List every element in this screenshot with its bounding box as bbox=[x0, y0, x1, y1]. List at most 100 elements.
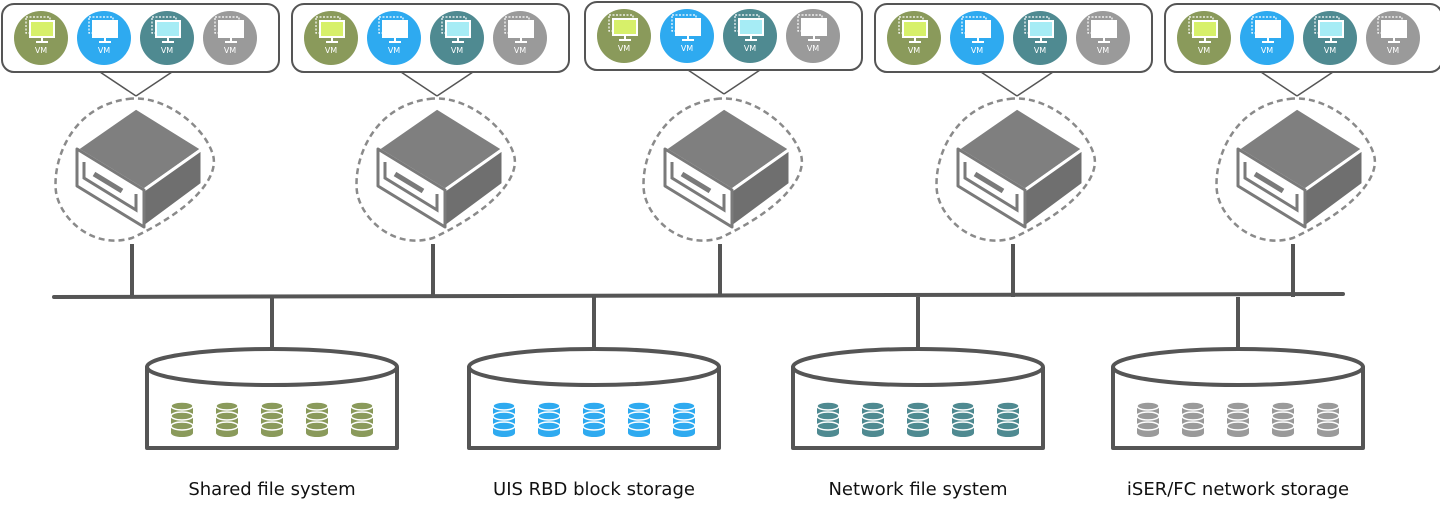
disk-layer-top bbox=[170, 401, 194, 411]
connector-line bbox=[436, 71, 474, 97]
monitor-icon bbox=[29, 20, 55, 38]
monitor-icon bbox=[1091, 20, 1117, 38]
vm-label: VM bbox=[618, 44, 630, 53]
disk-stack-icon bbox=[996, 401, 1020, 437]
monitor-icon bbox=[612, 18, 638, 36]
server-drive-slot bbox=[973, 171, 1005, 194]
vm-blue: VM bbox=[660, 9, 714, 63]
monitor-icon bbox=[1318, 20, 1344, 38]
host-1: VM VM VM VM bbox=[1, 3, 280, 297]
disk-layer-top bbox=[537, 411, 561, 421]
connector-line bbox=[723, 69, 761, 95]
disk-stack-icon bbox=[672, 401, 696, 437]
vm-label: VM bbox=[98, 46, 110, 55]
vm-gray: VM bbox=[493, 11, 547, 65]
monitor-icon bbox=[445, 20, 471, 38]
server-bracket bbox=[1243, 162, 1299, 213]
server-front-face bbox=[663, 147, 734, 229]
disk-layer-top bbox=[1181, 421, 1205, 431]
vm-gray: VM bbox=[786, 9, 840, 63]
connector-line bbox=[687, 69, 725, 95]
disk-stack-icon bbox=[816, 401, 840, 437]
server-bracket bbox=[383, 162, 439, 213]
disk-stack-icon bbox=[350, 401, 374, 437]
disk-layer-top bbox=[996, 401, 1020, 411]
disk-layer-top bbox=[1316, 411, 1340, 421]
monitor-icon bbox=[675, 18, 701, 36]
disk-stack-icon bbox=[951, 401, 975, 437]
disk-layer-top bbox=[305, 411, 329, 421]
server-front-face bbox=[75, 147, 146, 229]
monitor-icon bbox=[382, 20, 408, 38]
disk-stack-icon bbox=[1136, 401, 1160, 437]
disk-layer-top bbox=[951, 411, 975, 421]
vm-gray: VM bbox=[203, 11, 257, 65]
disk-stack-icon bbox=[906, 401, 930, 437]
server-dashed-outline bbox=[355, 97, 516, 242]
storage-label: UIS RBD block storage bbox=[493, 479, 695, 500]
disk-stack-icon bbox=[582, 401, 606, 437]
storage-cylinder-top bbox=[145, 347, 399, 387]
vm-blue: VM bbox=[950, 11, 1004, 65]
vm-gray: VM bbox=[1366, 11, 1420, 65]
server-icon bbox=[1215, 97, 1376, 242]
disk-stack-icon bbox=[1271, 401, 1295, 437]
disk-stack-icon bbox=[170, 401, 194, 437]
storage-1: Shared file system bbox=[145, 297, 399, 500]
disk-layer-top bbox=[816, 411, 840, 421]
disk-layer-top bbox=[1271, 411, 1295, 421]
vm-label: VM bbox=[1324, 46, 1336, 55]
server-drive-slot bbox=[1253, 171, 1285, 194]
vm-teal: VM bbox=[1013, 11, 1067, 65]
vm-label: VM bbox=[1097, 46, 1109, 55]
server-icon bbox=[54, 97, 215, 242]
disk-layer-top bbox=[861, 411, 885, 421]
vm-green: VM bbox=[887, 11, 941, 65]
vm-label: VM bbox=[325, 46, 337, 55]
vm-label: VM bbox=[681, 44, 693, 53]
disk-layer-top bbox=[672, 411, 696, 421]
vm-blue: VM bbox=[1240, 11, 1294, 65]
disk-stack-icon bbox=[1226, 401, 1250, 437]
monitor-icon bbox=[801, 18, 827, 36]
vm-teal: VM bbox=[430, 11, 484, 65]
vm-label: VM bbox=[908, 46, 920, 55]
disk-layer-top bbox=[906, 401, 930, 411]
vm-label: VM bbox=[35, 46, 47, 55]
monitor-icon bbox=[1381, 20, 1407, 38]
monitor-icon bbox=[902, 20, 928, 38]
disk-layer-top bbox=[537, 401, 561, 411]
disk-layer-top bbox=[1226, 411, 1250, 421]
disk-layer-top bbox=[861, 401, 885, 411]
disk-layer-top bbox=[215, 421, 239, 431]
connector-line bbox=[1296, 71, 1334, 97]
server-bracket bbox=[670, 162, 726, 213]
disk-stack-icon bbox=[1316, 401, 1340, 437]
vm-green: VM bbox=[14, 11, 68, 65]
monitor-icon bbox=[319, 20, 345, 38]
disk-layer-top bbox=[951, 401, 975, 411]
disk-stack-icon bbox=[627, 401, 651, 437]
disk-layer-top bbox=[1181, 411, 1205, 421]
monitor-icon bbox=[1255, 20, 1281, 38]
server-dashed-outline bbox=[1215, 97, 1376, 242]
connector-line bbox=[980, 71, 1018, 97]
storage-label: iSER/FC network storage bbox=[1127, 479, 1349, 500]
connector-line bbox=[1260, 71, 1298, 97]
disk-layer-top bbox=[582, 401, 606, 411]
vm-label: VM bbox=[807, 44, 819, 53]
vm-label: VM bbox=[1387, 46, 1399, 55]
disk-layer-top bbox=[260, 421, 284, 431]
disk-layer-top bbox=[215, 401, 239, 411]
vm-label: VM bbox=[161, 46, 173, 55]
disk-layer-top bbox=[1316, 421, 1340, 431]
storage-label: Network file system bbox=[828, 479, 1007, 500]
monitor-icon bbox=[218, 20, 244, 38]
vm-group-box bbox=[1164, 3, 1440, 73]
server-dashed-outline bbox=[935, 97, 1096, 242]
disk-layer-top bbox=[672, 421, 696, 431]
disk-stack-icon bbox=[492, 401, 516, 437]
connector-line bbox=[400, 71, 438, 97]
